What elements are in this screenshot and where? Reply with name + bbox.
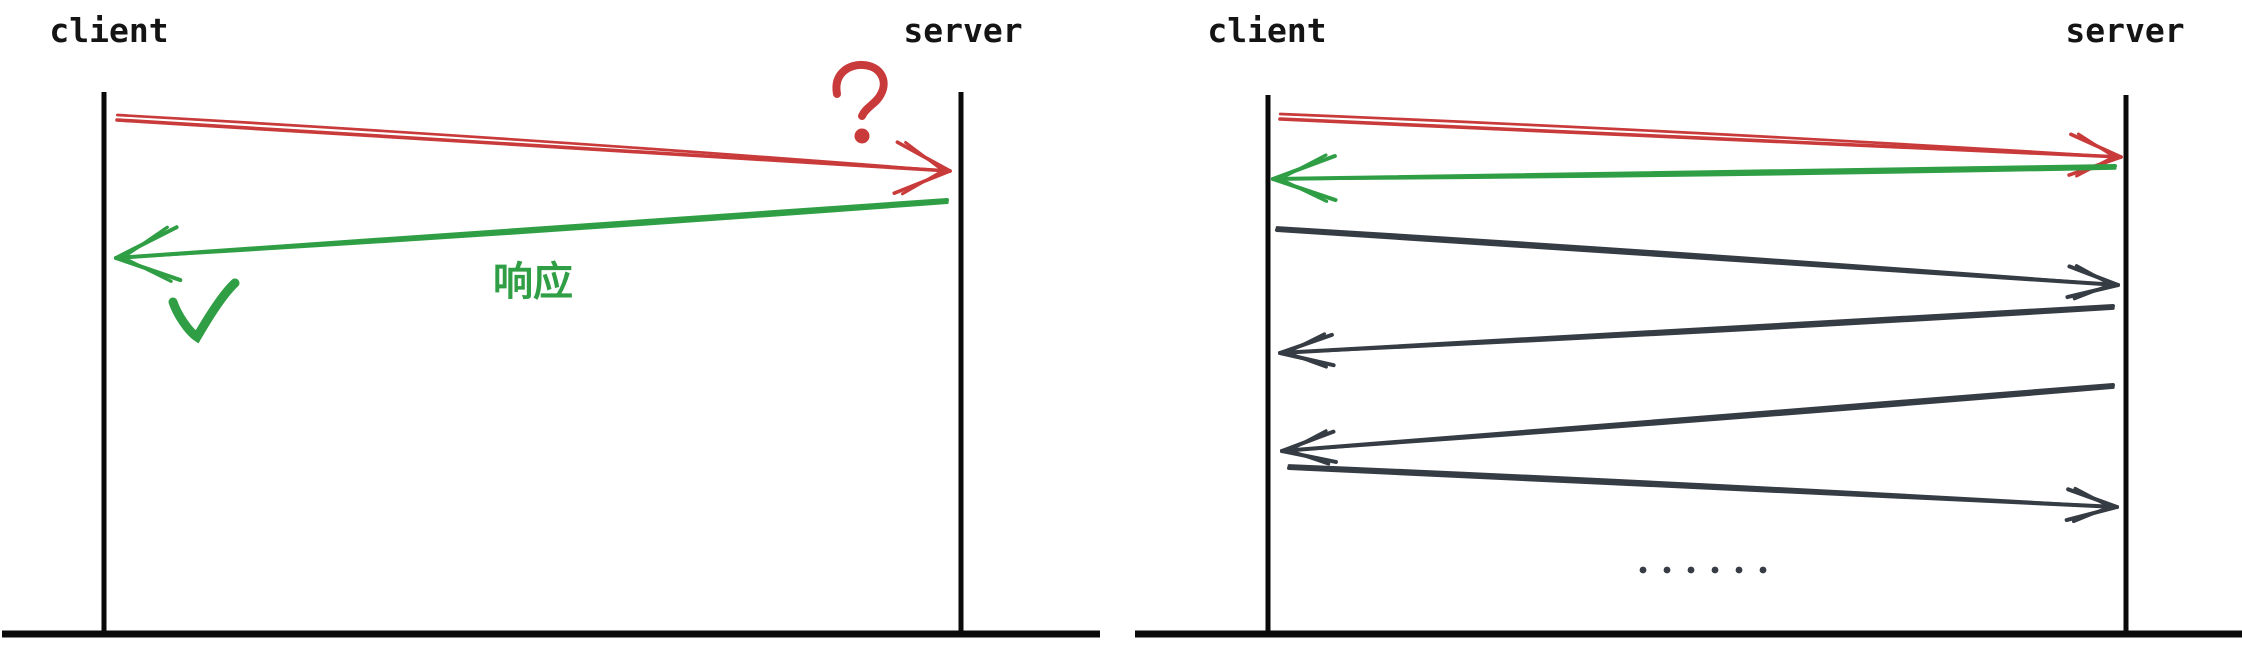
left-client-label: client — [49, 11, 169, 50]
response-label: 响应 — [493, 259, 573, 305]
question-mark — [832, 60, 888, 144]
ellipsis-dots — [1639, 566, 1767, 574]
right-server-label: server — [2065, 11, 2185, 50]
check-mark — [168, 278, 240, 344]
right-client-label: client — [1207, 11, 1327, 50]
left-server-label: server — [903, 11, 1023, 50]
arrow-request — [115, 113, 952, 196]
panel-multiple-round-trips — [1135, 95, 2242, 638]
arrow-message-4 — [1280, 383, 2115, 466]
arrow-message-2 — [1275, 226, 2120, 301]
arrow-response-1 — [1271, 153, 2117, 203]
arrow-message-5 — [1287, 464, 2119, 524]
panel-single-request-response — [2, 60, 1100, 638]
arrow-message-3 — [1278, 304, 2115, 369]
arrow-response — [114, 198, 949, 283]
